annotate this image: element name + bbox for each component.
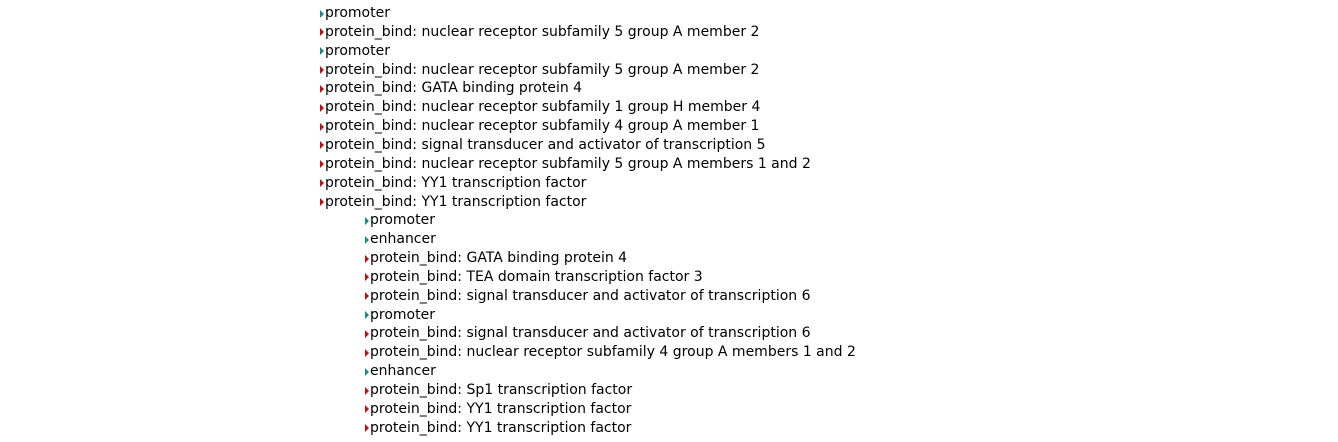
- feature-item-enhancer[interactable]: enhancer: [365, 362, 436, 381]
- protein-bind-item[interactable]: protein_bind: nuclear receptor subfamily…: [365, 343, 856, 362]
- expand-triangle-icon[interactable]: [365, 235, 369, 244]
- expand-triangle-icon[interactable]: [365, 386, 369, 395]
- item-label: protein_bind: TEA domain transcription f…: [370, 268, 703, 285]
- item-label: protein_bind: signal transducer and acti…: [370, 325, 811, 342]
- expand-triangle-icon[interactable]: [320, 47, 324, 56]
- item-label: protein_bind: nuclear receptor subfamily…: [325, 61, 760, 78]
- expand-triangle-icon[interactable]: [365, 424, 369, 433]
- item-label: promoter: [370, 306, 435, 323]
- item-label: protein_bind: GATA binding protein 4: [370, 250, 628, 267]
- feature-item-promoter[interactable]: promoter: [320, 42, 390, 61]
- feature-item-promoter[interactable]: promoter: [365, 306, 435, 325]
- expand-triangle-icon[interactable]: [320, 66, 324, 75]
- protein-bind-item[interactable]: protein_bind: nuclear receptor subfamily…: [320, 61, 759, 80]
- protein-bind-item[interactable]: protein_bind: nuclear receptor subfamily…: [320, 155, 811, 174]
- item-label: protein_bind: nuclear receptor subfamily…: [325, 23, 760, 40]
- item-label: protein_bind: nuclear receptor subfamily…: [325, 155, 811, 172]
- item-label: protein_bind: YY1 transcription factor: [325, 174, 587, 191]
- expand-triangle-icon[interactable]: [365, 311, 369, 320]
- item-label: promoter: [325, 5, 390, 21]
- expand-triangle-icon[interactable]: [320, 103, 324, 112]
- expand-triangle-icon[interactable]: [320, 141, 324, 150]
- item-label: protein_bind: nuclear receptor subfamily…: [325, 99, 761, 116]
- expand-triangle-icon[interactable]: [320, 9, 324, 18]
- expand-triangle-icon[interactable]: [365, 292, 369, 301]
- protein-bind-item[interactable]: protein_bind: YY1 transcription factor: [320, 193, 586, 212]
- protein-bind-item[interactable]: protein_bind: signal transducer and acti…: [365, 287, 811, 306]
- protein-bind-item[interactable]: protein_bind: YY1 transcription factor: [365, 419, 631, 438]
- expand-triangle-icon[interactable]: [320, 179, 324, 188]
- expand-triangle-icon[interactable]: [365, 348, 369, 357]
- expand-triangle-icon[interactable]: [320, 28, 324, 37]
- protein-bind-item[interactable]: protein_bind: signal transducer and acti…: [365, 324, 811, 343]
- protein-bind-item[interactable]: protein_bind: YY1 transcription factor: [320, 174, 586, 193]
- item-label: protein_bind: Sp1 transcription factor: [370, 382, 633, 398]
- expand-triangle-icon[interactable]: [365, 367, 369, 376]
- item-label: protein_bind: GATA binding protein 4: [325, 80, 583, 97]
- protein-bind-item[interactable]: protein_bind: TEA domain transcription f…: [365, 268, 703, 287]
- expand-triangle-icon[interactable]: [320, 84, 324, 93]
- item-label: enhancer: [370, 231, 436, 248]
- item-label: protein_bind: YY1 transcription factor: [325, 193, 587, 210]
- item-label: protein_bind: nuclear receptor subfamily…: [370, 344, 856, 361]
- feature-item-promoter[interactable]: promoter: [365, 211, 435, 230]
- expand-triangle-icon[interactable]: [365, 329, 369, 338]
- feature-item-enhancer[interactable]: enhancer: [365, 230, 436, 249]
- protein-bind-item[interactable]: protein_bind: GATA binding protein 4: [320, 79, 582, 98]
- protein-bind-item[interactable]: protein_bind: nuclear receptor subfamily…: [320, 23, 759, 42]
- protein-bind-item[interactable]: protein_bind: GATA binding protein 4: [365, 249, 627, 268]
- expand-triangle-icon[interactable]: [320, 198, 324, 206]
- protein-bind-item[interactable]: protein_bind: nuclear receptor subfamily…: [320, 98, 760, 117]
- item-label: enhancer: [370, 363, 436, 380]
- protein-bind-item[interactable]: protein_bind: nuclear receptor subfamily…: [320, 117, 759, 136]
- item-label: protein_bind: signal transducer and acti…: [370, 287, 811, 304]
- item-label: protein_bind: YY1 transcription factor: [370, 419, 632, 436]
- protein-bind-item[interactable]: protein_bind: signal transducer and acti…: [320, 136, 766, 155]
- item-label: protein_bind: signal transducer and acti…: [325, 136, 766, 153]
- item-label: protein_bind: YY1 transcription factor: [370, 400, 632, 417]
- expand-triangle-icon[interactable]: [365, 254, 369, 263]
- feature-item-promoter[interactable]: promoter: [320, 4, 390, 23]
- item-label: protein_bind: nuclear receptor subfamily…: [325, 118, 760, 135]
- item-label: promoter: [370, 212, 435, 229]
- protein-bind-item[interactable]: protein_bind: YY1 transcription factor: [365, 400, 631, 419]
- expand-triangle-icon[interactable]: [365, 216, 369, 225]
- protein-bind-item[interactable]: protein_bind: Sp1 transcription factor: [365, 381, 632, 400]
- expand-triangle-icon[interactable]: [365, 273, 369, 282]
- expand-triangle-icon[interactable]: [320, 160, 324, 169]
- expand-triangle-icon[interactable]: [320, 122, 324, 131]
- item-label: promoter: [325, 42, 390, 59]
- expand-triangle-icon[interactable]: [365, 405, 369, 414]
